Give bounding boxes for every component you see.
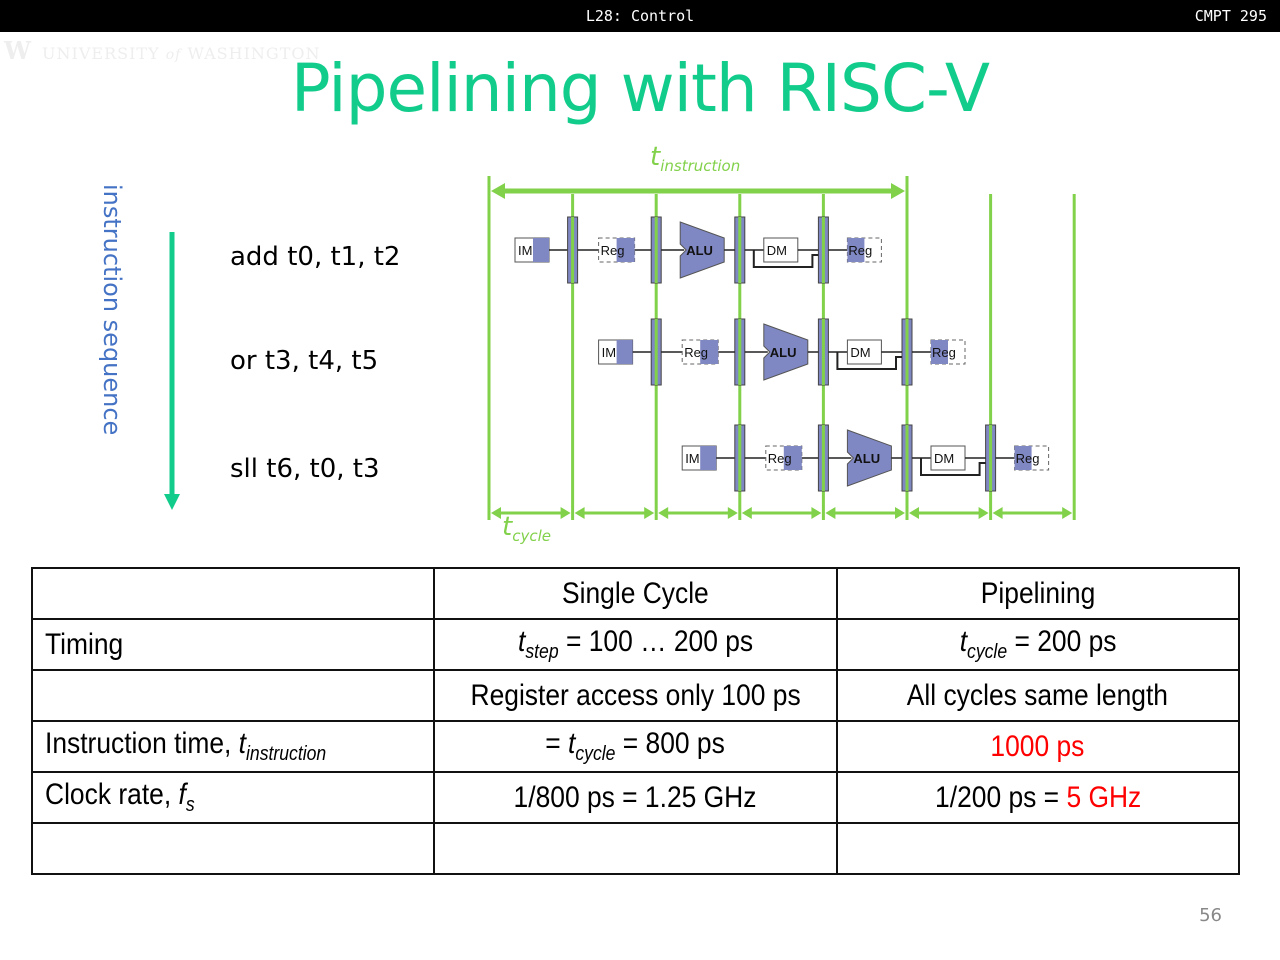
sequence-arrow-icon: [164, 232, 180, 510]
university-logo: W UNIVERSITY of WASHINGTON: [4, 36, 320, 65]
bypass-wire: [752, 250, 819, 268]
reg-read-fill: [700, 340, 719, 364]
header-bar: L28: Control CMPT 295: [0, 0, 1280, 32]
table-row-timing: Timing tstep = 100 … 200 ps tcycle = 200…: [30, 618, 1241, 671]
course-code: CMPT 295: [1194, 7, 1267, 25]
alu-label: ALU: [686, 243, 713, 258]
arrowhead-right-icon: [895, 507, 905, 519]
instruction-add: add t0, t1, t2: [230, 242, 401, 272]
dm-box: [763, 237, 799, 263]
cell-pipe: [835, 822, 1241, 875]
im-box-fill: [616, 340, 633, 364]
instruction-sequence-label: instruction sequence: [98, 184, 126, 436]
row-label: Timing: [30, 618, 436, 671]
bypass-wire: [836, 352, 902, 370]
alu-label: ALU: [853, 451, 880, 466]
cell-single: Register access only 100 ps: [433, 669, 838, 722]
arrowhead-left-icon: [825, 507, 836, 519]
comparison-table: Single Cycle Pipelining Timing tstep = 1…: [30, 567, 1241, 875]
slide-title: Pipelining with RISC-V: [290, 50, 990, 127]
arrowhead-right-icon: [644, 507, 655, 519]
page-number: 56: [1199, 905, 1222, 926]
table-header-row: Single Cycle Pipelining: [30, 567, 1241, 620]
table-row-clock-rate: Clock rate, fs 1/800 ps = 1.25 GHz 1/200…: [30, 771, 1241, 824]
arrowhead-left-icon: [491, 183, 505, 199]
cell-single: [433, 822, 838, 875]
header-cell-pipelining: Pipelining: [835, 567, 1241, 620]
arrowhead-left-icon: [574, 507, 585, 519]
dm-label: DM: [767, 243, 787, 258]
reg-write-label: Reg: [848, 243, 872, 258]
cell-single: = tcycle = 800 ps: [433, 720, 838, 773]
reg-write-fill: [1014, 446, 1032, 470]
header-cell-empty: [30, 567, 436, 620]
logo-mark: W: [4, 36, 32, 65]
logo-text-place: WASHINGTON: [187, 44, 321, 63]
arrowhead-right-icon: [891, 183, 905, 199]
dm-label: DM: [850, 345, 870, 360]
instruction-sll: sll t6, t0, t3: [230, 454, 380, 484]
reg-read-label: Reg: [601, 243, 625, 258]
table-row-instruction-time: Instruction time, tinstruction = tcycle …: [30, 720, 1241, 773]
row-label: Clock rate, fs: [30, 771, 436, 824]
reg-write-fill: [931, 340, 948, 364]
reg-write-label: Reg: [1016, 451, 1040, 466]
header-cell-single-cycle: Single Cycle: [433, 567, 838, 620]
reg-write-label: Reg: [932, 345, 956, 360]
im-label: IM: [602, 345, 616, 360]
im-label: IM: [685, 451, 699, 466]
instruction-or: or t3, t4, t5: [230, 346, 379, 376]
dm-box: [930, 445, 966, 471]
arrowhead-left-icon: [741, 507, 752, 519]
logo-text-of: of: [165, 47, 182, 63]
cell-pipe: All cycles same length: [835, 669, 1241, 722]
arrowhead-left-icon: [491, 507, 501, 519]
arrowhead-right-icon: [727, 507, 738, 519]
row-label: Instruction time, tinstruction: [30, 720, 436, 773]
lecture-title: L28: Control: [585, 7, 695, 25]
t-cycle-label: tcycle: [502, 512, 551, 546]
reg-read-fill: [783, 446, 802, 470]
arrowhead-right-icon: [978, 507, 989, 519]
row-label: [30, 822, 436, 875]
table-row-empty: [30, 822, 1241, 875]
table-row-notes: Register access only 100 ps All cycles s…: [30, 669, 1241, 722]
reg-read-fill: [616, 238, 635, 262]
reg-read-label: Reg: [684, 345, 708, 360]
alu-shape: [846, 429, 892, 487]
cell-pipe: tcycle = 200 ps: [835, 618, 1241, 671]
row-label: [30, 669, 436, 722]
alu-shape: [679, 221, 725, 279]
arrowhead-left-icon: [909, 507, 919, 519]
arrowhead-left-icon: [658, 507, 669, 519]
arrowhead-right-icon: [560, 507, 571, 519]
alu-label: ALU: [770, 345, 797, 360]
arrowhead-left-icon: [992, 507, 1003, 519]
reg-read-label: Reg: [768, 451, 792, 466]
cell-single: 1/800 ps = 1.25 GHz: [433, 771, 838, 824]
cell-pipe: 1/200 ps = 5 GHz: [835, 771, 1241, 824]
reg-write-fill: [847, 238, 865, 262]
cell-single: tstep = 100 … 200 ps: [433, 618, 838, 671]
t-instruction-label: tinstruction: [650, 142, 741, 176]
im-label: IM: [518, 243, 532, 258]
dm-box: [846, 339, 882, 365]
logo-text-main: UNIVERSITY: [42, 44, 160, 63]
arrowhead-right-icon: [811, 507, 822, 519]
bypass-wire: [920, 458, 986, 476]
arrowhead-right-icon: [1062, 507, 1073, 519]
alu-shape: [763, 323, 809, 381]
im-box-fill: [700, 446, 717, 470]
im-box-fill: [533, 238, 549, 262]
dm-label: DM: [934, 451, 954, 466]
cell-pipe: 1000 ps: [835, 720, 1241, 773]
